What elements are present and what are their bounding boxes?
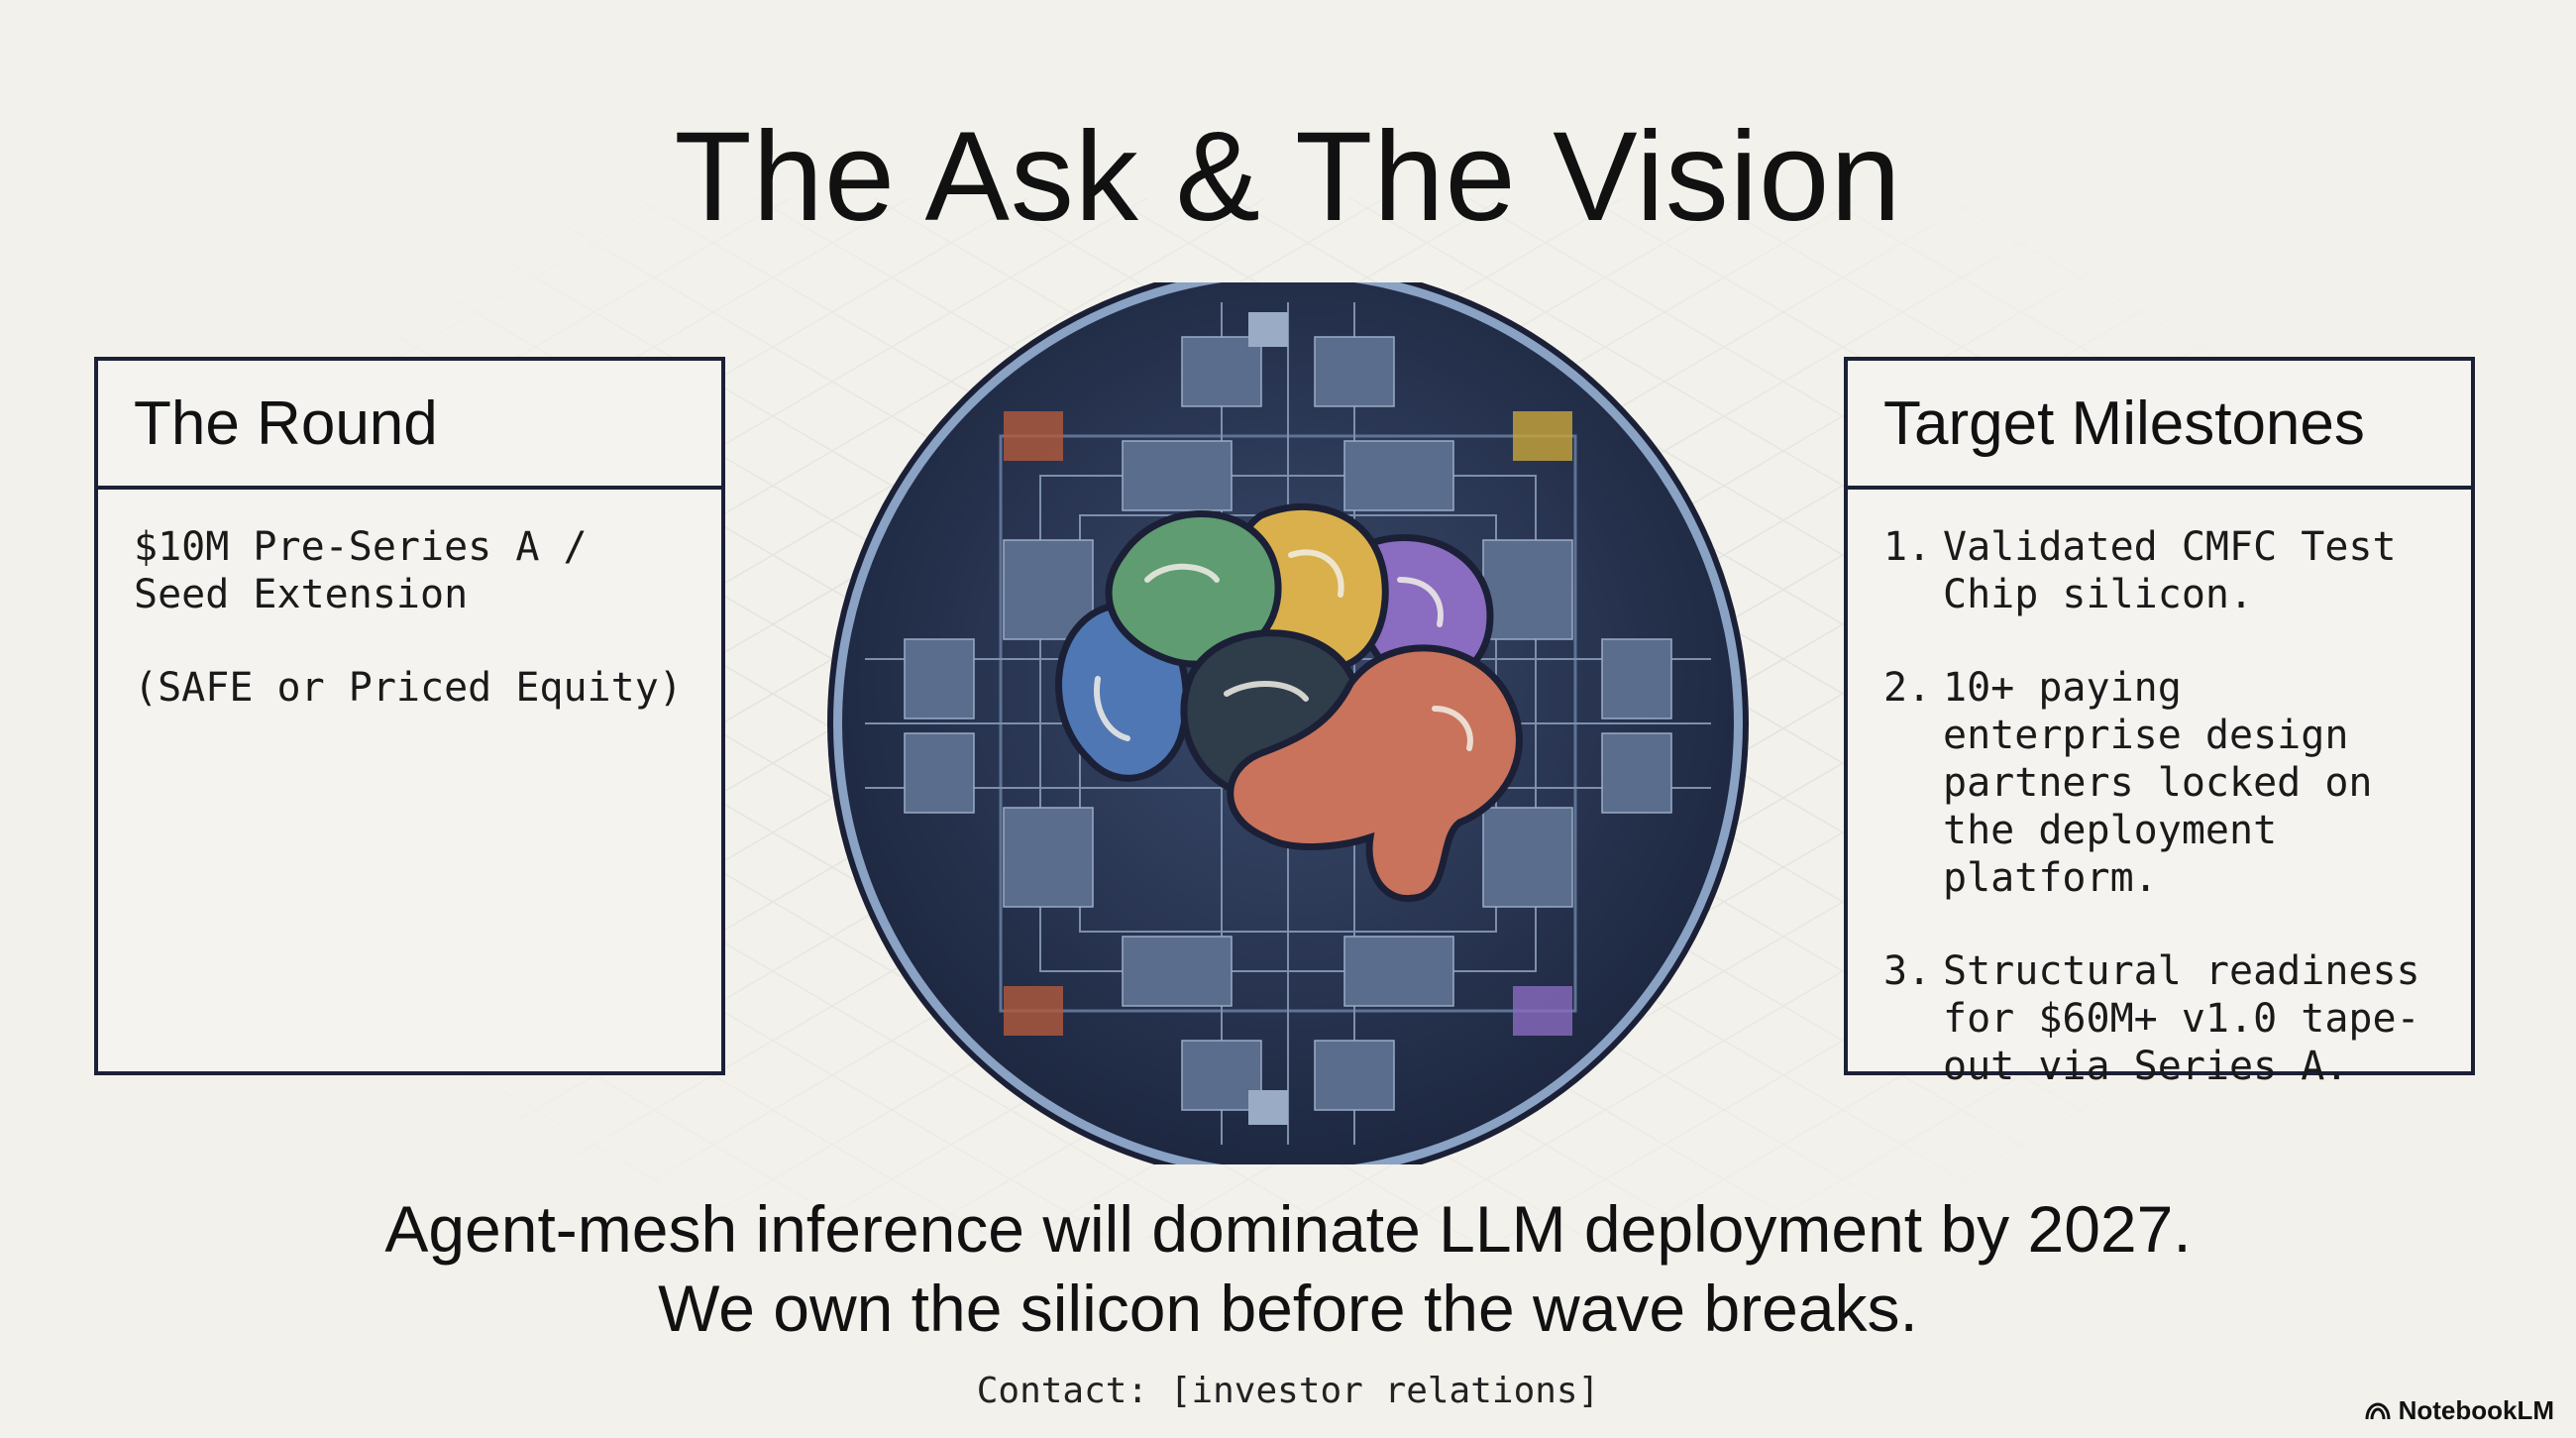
milestone-text: Validated CMFC Test Chip silicon. — [1943, 524, 2397, 617]
brain-on-silicon-wafer-icon — [827, 282, 1749, 1164]
milestones-panel: Target Milestones 1. Validated CMFC Test… — [1844, 357, 2475, 1089]
round-instrument-text: (SAFE or Priced Equity) — [134, 665, 683, 711]
milestone-number: 1. — [1883, 524, 1932, 570]
milestones-list: 1. Validated CMFC Test Chip silicon. 2. … — [1883, 523, 2435, 1090]
list-item: 2. 10+ paying enterprise design partners… — [1883, 664, 2435, 902]
contact-text: Contact: [investor relations] — [976, 1371, 1600, 1411]
list-item: 3. Structural readiness for $60M+ v1.0 t… — [1883, 947, 2435, 1090]
milestone-text: Structural readiness for $60M+ v1.0 tape… — [1943, 948, 2420, 1089]
slide-title: The Ask & The Vision — [674, 106, 1902, 248]
brand-name: NotebookLM — [2398, 1395, 2554, 1425]
brand-badge: NotebookLM — [2365, 1395, 2554, 1426]
milestone-number: 3. — [1883, 948, 1932, 994]
list-item: 1. Validated CMFC Test Chip silicon. — [1883, 523, 2435, 618]
round-panel-heading: The Round — [98, 361, 721, 490]
milestone-text: 10+ paying enterprise design partners lo… — [1943, 665, 2373, 901]
tagline-line-2: We own the silicon before the wave break… — [658, 1272, 1918, 1345]
vision-tagline: Agent-mesh inference will dominate LLM d… — [0, 1189, 2576, 1348]
milestone-number: 2. — [1883, 665, 1932, 711]
round-panel-body: $10M Pre-Series A / Seed Extension (SAFE… — [98, 490, 721, 712]
tagline-line-1: Agent-mesh inference will dominate LLM d… — [384, 1192, 2192, 1266]
round-panel: The Round $10M Pre-Series A / Seed Exten… — [94, 357, 725, 1075]
notebooklm-logo-icon — [2365, 1401, 2391, 1419]
milestones-panel-heading: Target Milestones — [1848, 361, 2471, 490]
milestones-panel-body: 1. Validated CMFC Test Chip silicon. 2. … — [1848, 490, 2471, 1090]
round-amount-text: $10M Pre-Series A / Seed Extension — [134, 524, 588, 617]
